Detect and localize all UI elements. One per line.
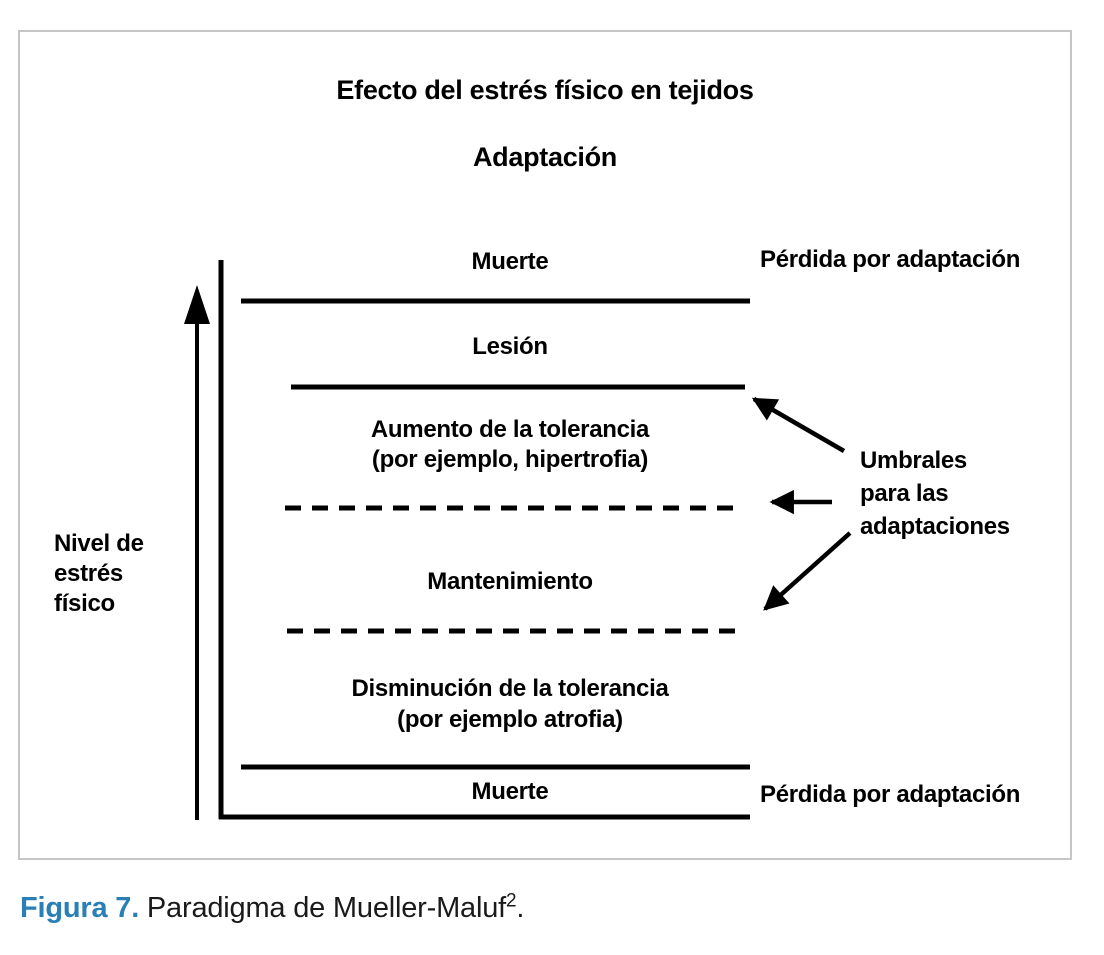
y-axis-label-line1: Nivel de [54, 530, 144, 557]
loss-by-adaptation-bottom-label: Pérdida por adaptación [760, 781, 1021, 808]
zone-label-increase-line1: Aumento de la tolerancia [370, 416, 650, 443]
zone-label-injury: Lesión [472, 333, 548, 360]
zone-label-death-bottom: Muerte [471, 778, 549, 805]
figure-caption-number: Figura 7. [20, 892, 140, 924]
thresholds-label-line3: adaptaciones [860, 513, 1010, 540]
y-axis-label-line2: estrés [54, 560, 123, 587]
zone-label-increase-line2: (por ejemplo, hipertrofia) [371, 446, 649, 473]
y-axis-label: Nivel de estrés físico [54, 529, 144, 619]
figure-frame: Efecto del estrés físico en tejidos Adap… [18, 30, 1072, 860]
y-axis-label-line3: físico [54, 590, 115, 617]
diagram-subtitle: Adaptación [472, 142, 617, 172]
diagram-title: Efecto del estrés físico en tejidos [336, 75, 754, 105]
thresholds-label-line2: para las [860, 480, 949, 507]
figure-caption-period: . [516, 892, 525, 924]
thresholds-label: Umbrales para las adaptaciones [860, 444, 1010, 543]
figure-caption-reference: 2 [506, 890, 517, 912]
zone-label-decrease-line1: Disminución de la tolerancia [351, 675, 669, 702]
zone-label-increase: Aumento de la tolerancia (por ejemplo, h… [210, 415, 810, 475]
figure-caption-text: Paradigma de Mueller-Maluf [139, 892, 506, 924]
stress-up-arrow-head [184, 285, 210, 324]
zone-label-death-top: Muerte [471, 248, 549, 275]
zone-label-decrease: Disminución de la tolerancia (por ejempl… [210, 673, 810, 735]
figure-caption: Figura 7. Paradigma de Mueller-Maluf2. [20, 890, 525, 925]
zone-label-decrease-line2: (por ejemplo atrofia) [397, 706, 623, 733]
thresholds-label-line1: Umbrales [860, 447, 967, 474]
zone-label-maintenance: Mantenimiento [427, 568, 593, 595]
loss-by-adaptation-top-label: Pérdida por adaptación [760, 246, 1021, 273]
